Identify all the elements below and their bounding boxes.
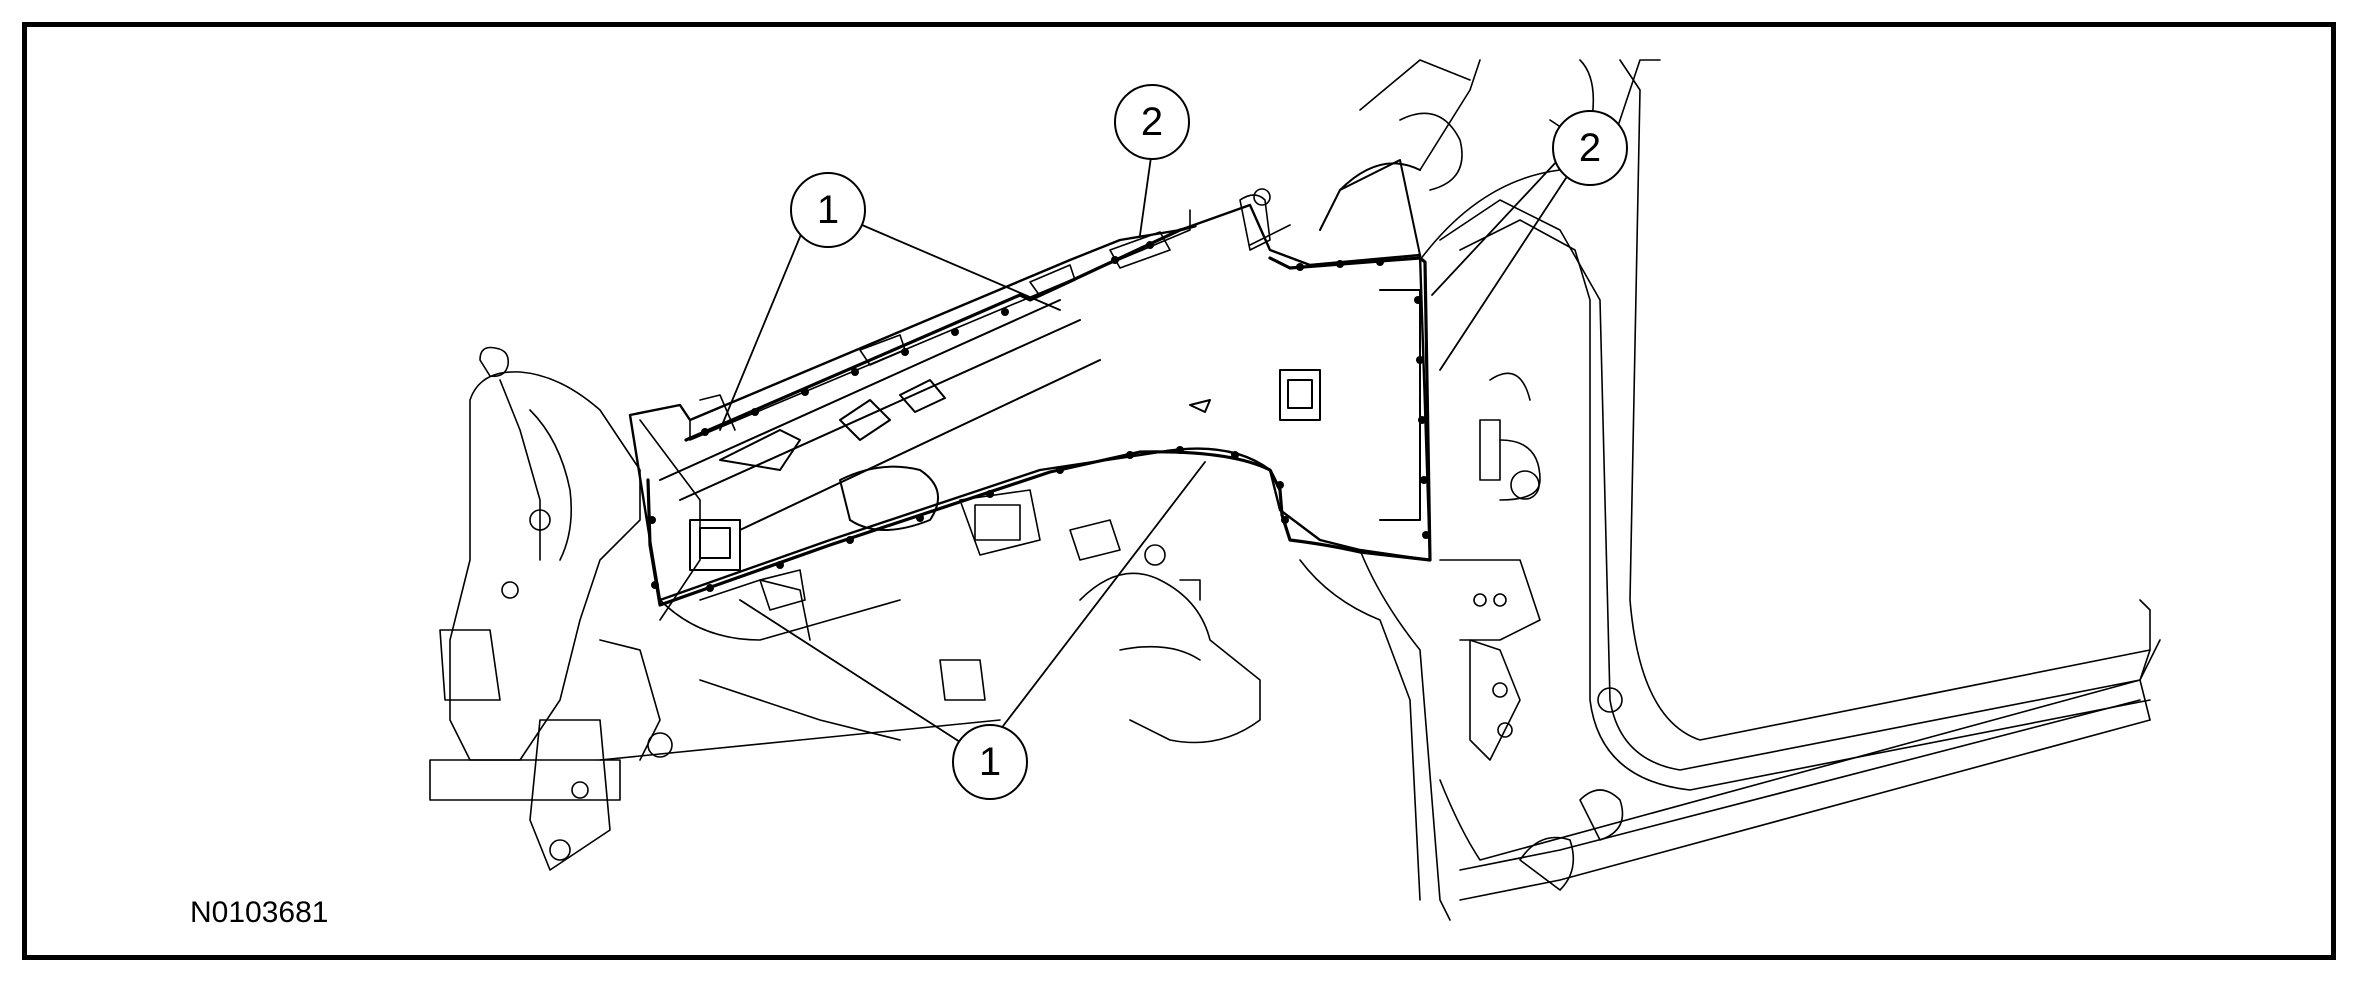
weld-dots [648, 241, 1430, 592]
upper-rail [689, 188, 1291, 441]
wheel-well [599, 489, 1261, 761]
callout-2-right-circle [1552, 110, 1628, 186]
callout-2-right: 2 [1579, 126, 1601, 170]
callout-1-bottom: 1 [979, 740, 1001, 784]
apron-panel [628, 159, 1432, 602]
callout-circles [790, 84, 1628, 800]
figure-id-label: N0103681 [190, 896, 329, 929]
callout-2-top-circle [1114, 84, 1190, 160]
callout-1-top: 1 [817, 188, 839, 232]
callout-1-bottom-circle [952, 724, 1028, 800]
leader-lines [719, 149, 1569, 743]
front-structure [429, 346, 701, 871]
diagram-frame [22, 22, 2336, 960]
a-pillar-and-rocker [1299, 59, 2161, 921]
weld-seam-lines [646, 224, 1432, 607]
callout-1-top-circle [790, 172, 866, 248]
callout-2-top: 2 [1141, 100, 1163, 144]
